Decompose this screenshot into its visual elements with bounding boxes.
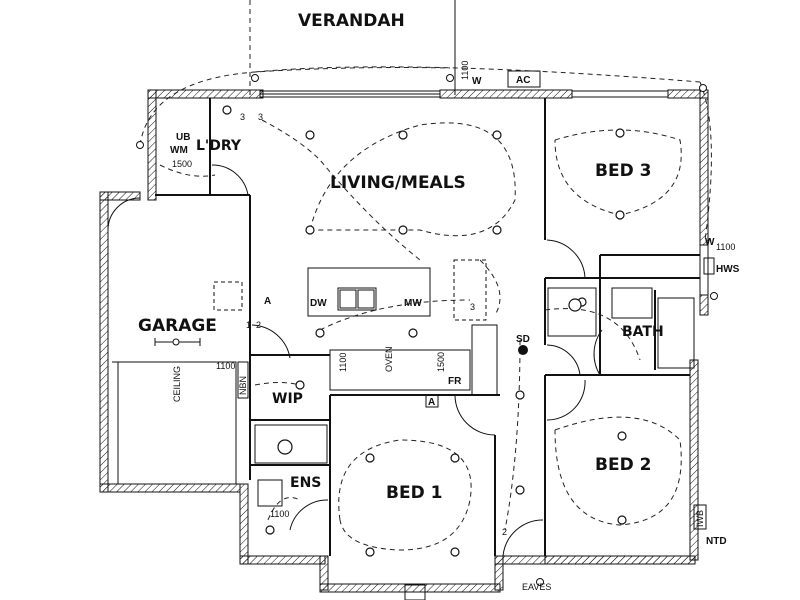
label-1500-bench: 1500 [436, 352, 446, 372]
room-label-ens: ENS [290, 475, 321, 491]
label-a-panel: A [428, 397, 435, 408]
label-switch-2b: 2 [502, 527, 507, 537]
light-icon [315, 328, 325, 338]
label-iwb: IWB [695, 510, 705, 527]
light-icon [615, 128, 625, 138]
sink [337, 287, 377, 311]
ac-unit [507, 70, 541, 88]
label-switch-3a: 3 [240, 112, 245, 122]
label-eaves: EAVES [522, 582, 551, 592]
power-points [136, 74, 718, 586]
light-icon [617, 515, 627, 525]
iwb-box [693, 504, 707, 530]
internal-walls [155, 98, 700, 556]
light-icon [305, 225, 315, 235]
label-ac: AC [516, 75, 530, 86]
light-icon [450, 547, 460, 557]
room-label-wip: WIP [272, 391, 303, 407]
wiring-lines [139, 66, 712, 551]
room-label-bath: BATH [622, 324, 664, 340]
light-icon [277, 439, 293, 455]
label-1100-top: 1100 [460, 61, 470, 80]
panel-a [425, 394, 439, 408]
smoke-detector-icon [518, 345, 528, 355]
light-icon [450, 453, 460, 463]
light-icon [222, 105, 232, 115]
label-1100-bench: 1100 [338, 353, 348, 372]
light-icon [617, 431, 627, 441]
light-icon [265, 525, 275, 535]
label-switch-2: 2 [256, 320, 261, 330]
light-icon [568, 298, 582, 312]
label-1100-hws: 1100 [716, 242, 735, 252]
label-ntd: NTD [706, 536, 727, 547]
label-ub: UB [176, 132, 190, 143]
label-oven: OVEN [384, 346, 394, 372]
label-1100-ens: 1100 [270, 509, 289, 519]
label-dw: DW [310, 298, 327, 309]
label-1100-wip: 1100 [216, 361, 235, 371]
light-icon [398, 130, 408, 140]
light-icon [492, 130, 502, 140]
label-1500-laundry: 1500 [172, 159, 192, 169]
light-icon [408, 328, 418, 338]
light-icon [365, 547, 375, 557]
label-mw: MW [404, 298, 422, 309]
light-icon [365, 453, 375, 463]
room-label-verandah: VERANDAH [298, 11, 405, 31]
windows [259, 90, 709, 600]
label-switch-3b: 3 [258, 112, 263, 122]
room-label-bed3: BED 3 [595, 161, 651, 181]
light-icon [515, 485, 525, 495]
room-label-bed1: BED 1 [386, 483, 442, 503]
nbn-box [237, 361, 249, 399]
room-label-bed2: BED 2 [595, 455, 651, 475]
label-fr: FR [448, 376, 462, 387]
light-icon [615, 210, 625, 220]
light-icon [398, 225, 408, 235]
label-sd: SD [516, 334, 530, 345]
light-fittings [222, 105, 627, 557]
label-w-top: W [472, 76, 482, 87]
label-a-garage: A [264, 296, 271, 307]
hws-unit [703, 257, 715, 275]
light-icon [515, 390, 525, 400]
label-wm: WM [170, 145, 188, 156]
room-label-living: LIVING/MEALS [330, 173, 466, 193]
label-ceiling: CEILING [172, 366, 182, 402]
room-label-garage: GARAGE [138, 316, 217, 336]
doors [107, 164, 603, 557]
garage-details [117, 259, 487, 485]
label-hws: HWS [716, 264, 740, 275]
label-nbn: NBN [238, 376, 248, 395]
label-switch-1: 1 [246, 320, 251, 330]
label-switch-3c: 3 [470, 302, 475, 312]
light-icon [295, 380, 305, 390]
light-icon [492, 225, 502, 235]
verandah-outline [249, 0, 456, 95]
label-w-hws: W [705, 237, 715, 248]
room-label-laundry: L'DRY [196, 138, 242, 154]
light-icon [305, 130, 315, 140]
